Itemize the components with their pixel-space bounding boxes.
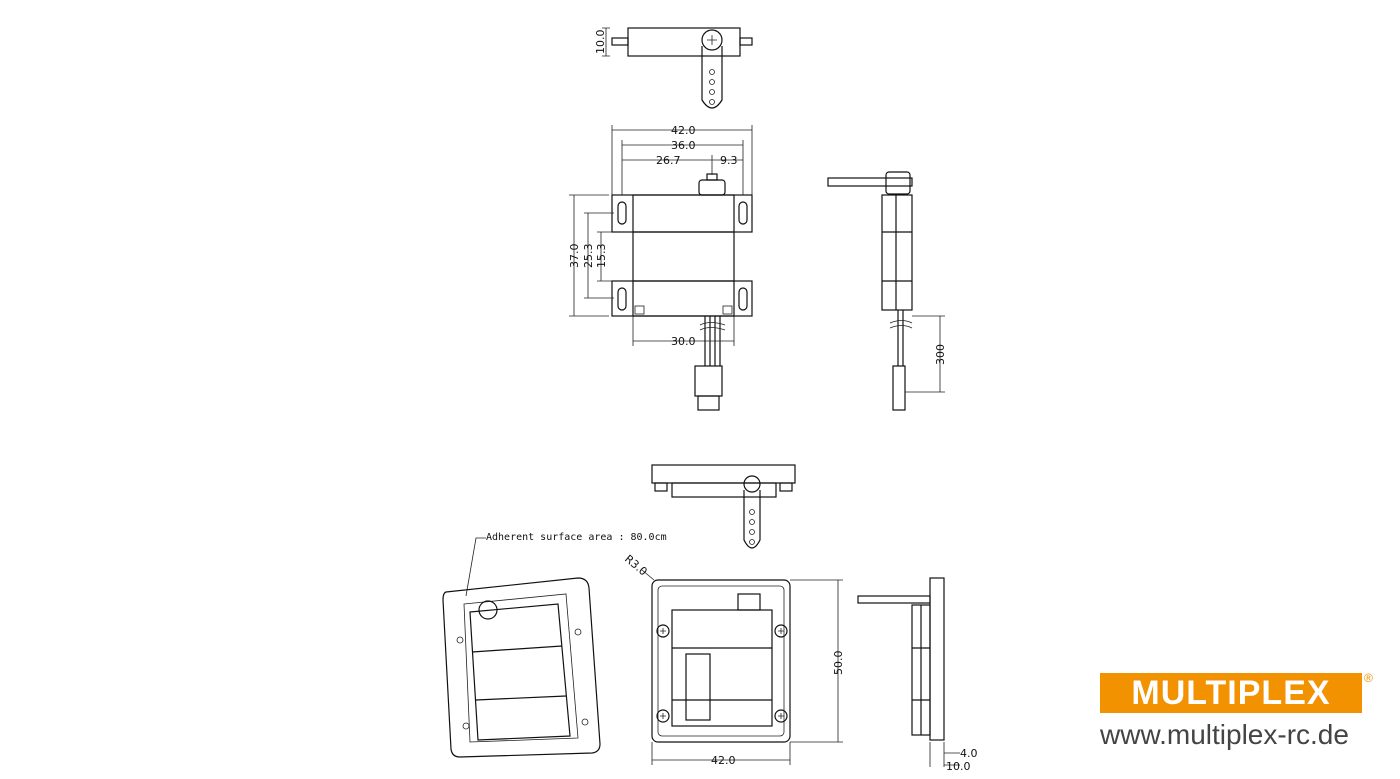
top-view: 10.0	[594, 27, 753, 109]
frame-front-view: R3.0 50.0 42.0	[622, 552, 845, 767]
dim-shaft-offset: 26.7	[656, 154, 681, 167]
dim-hole-vertical: 25.3	[582, 244, 595, 269]
dim-shaft-to-hole: 9.3	[720, 154, 738, 167]
perspective-view: Adherent surface area : 80.0cm	[442, 532, 667, 758]
dim-plate: 4.0	[960, 747, 978, 760]
registered-mark: ®	[1364, 671, 1373, 685]
logo-text: MULTIPLEX	[1100, 673, 1362, 713]
dim-body-width: 30.0	[671, 335, 696, 348]
dim-radius: R3.0	[622, 552, 650, 578]
dim-hole-spacing: 36.0	[671, 139, 696, 152]
dim-inner: 15.3	[595, 244, 608, 269]
dim-depth: 10.0	[946, 760, 971, 773]
dim-frame-width: 42.0	[711, 754, 736, 767]
dim-frame-height: 50.0	[832, 651, 845, 676]
dim-top-height: 10.0	[594, 30, 607, 55]
dim-overall-height: 37.0	[568, 244, 581, 269]
mounted-top-view	[651, 464, 796, 549]
front-view: 42.0 36.0 26.7 9.3 37.0 25.3 15.3 30.0	[568, 124, 753, 411]
dim-cable-length: 300	[934, 344, 947, 365]
website-url: www.multiplex-rc.de	[1100, 719, 1349, 750]
dim-overall-width: 42.0	[671, 124, 696, 137]
frame-side-view: 4.0 10.0	[857, 577, 978, 773]
multiplex-logo: MULTIPLEX	[1100, 673, 1362, 713]
adherent-surface-annotation: Adherent surface area : 80.0cm	[486, 532, 667, 543]
side-view: 300	[827, 171, 947, 411]
